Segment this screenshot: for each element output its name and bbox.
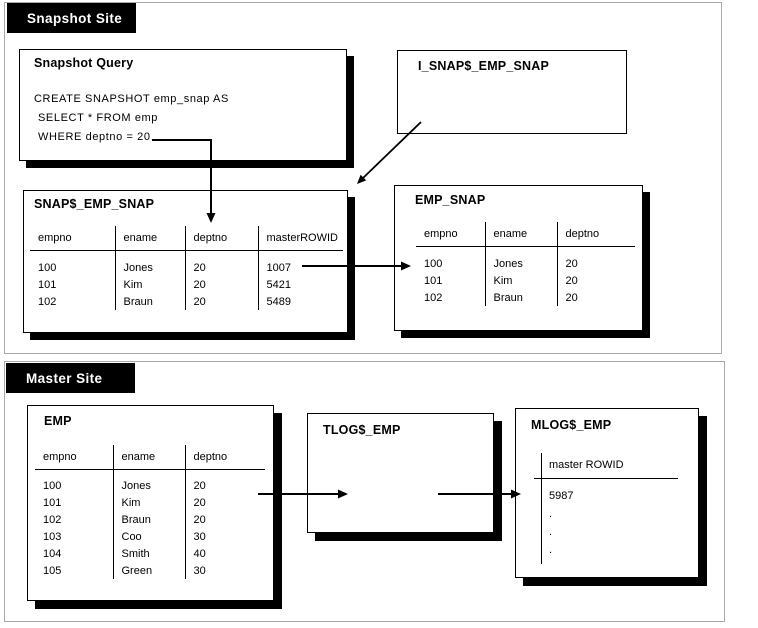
column-header: empno (416, 222, 485, 247)
cell: Jones (114, 250, 185, 276)
mlog-header-underline (534, 478, 678, 479)
cell: 101 (424, 274, 443, 287)
snap-table-header-row: empno ename deptno masterROWID (30, 226, 343, 251)
column-header: deptno (184, 226, 258, 251)
table-row: 100 Jones 20 (35, 469, 265, 494)
tlog-box: TLOG$_EMP (307, 413, 494, 533)
index-box: I_SNAP$_EMP_SNAP (397, 50, 627, 134)
emp-snap-table-title: EMP_SNAP (415, 193, 486, 207)
table-row: 103 Coo 30 (35, 528, 265, 545)
mlog-values: 5987 . . . (549, 487, 573, 559)
mlog-box-title: MLOG$_EMP (531, 418, 612, 432)
cell: 101 (43, 496, 62, 509)
cell: Braun (484, 289, 557, 306)
emp-table-header-row: empno ename deptno (35, 445, 265, 470)
mlog-value: . (549, 508, 553, 520)
cell: 30 (184, 528, 265, 545)
table-row: 104 Smith 40 (35, 545, 265, 562)
snapshot-query-box: Snapshot Query CREATE SNAPSHOT emp_snap … (19, 49, 347, 161)
tlog-box-title: TLOG$_EMP (323, 423, 401, 437)
table-row: 105 Green 30 (35, 562, 265, 579)
cell: 20 (184, 494, 265, 511)
snapshot-query-title: Snapshot Query (34, 56, 134, 70)
cell: 100 (38, 261, 57, 274)
table-row: 101 Kim 20 5421 (30, 276, 343, 293)
cell: 20 (184, 276, 258, 293)
table-row: 101 Kim 20 (35, 494, 265, 511)
cell: 30 (184, 562, 265, 579)
cell: 20 (184, 250, 258, 276)
mlog-value: . (549, 526, 553, 538)
cell: 100 (43, 479, 62, 492)
column-header: masterROWID (257, 226, 343, 251)
cell: 40 (184, 545, 265, 562)
snap-table-box: SNAP$_EMP_SNAP empno ename deptno master… (23, 190, 348, 333)
cell: Jones (484, 246, 557, 272)
cell: 5421 (257, 276, 343, 293)
cell: 5489 (257, 293, 343, 310)
master-site-banner: Master Site (6, 363, 135, 393)
emp-snap-table: empno ename deptno 100 Jones 20 101 Kim … (416, 222, 635, 306)
cell: Smith (112, 545, 185, 562)
snapshot-site-banner-label: Snapshot Site (27, 10, 123, 26)
master-site-banner-label: Master Site (26, 370, 103, 386)
query-line-where: WHERE deptno = 20 (38, 131, 151, 143)
table-row: 100 Jones 20 (416, 246, 635, 272)
table-row: 102 Braun 20 (416, 289, 635, 306)
emp-table: empno ename deptno 100 Jones 20 101 Kim … (35, 445, 265, 579)
cell: Braun (112, 511, 185, 528)
mlog-column-divider (541, 453, 542, 564)
cell: 102 (43, 513, 62, 526)
cell: Green (112, 562, 185, 579)
cell: 102 (38, 295, 57, 308)
mlog-column-header: master ROWID (549, 459, 624, 471)
cell: 102 (424, 291, 443, 304)
mlog-value: 5987 (549, 490, 574, 502)
emp-table-title: EMP (44, 414, 72, 428)
column-header: empno (30, 226, 115, 251)
emp-snap-table-box: EMP_SNAP empno ename deptno 100 Jones 20… (394, 185, 643, 331)
column-header: ename (112, 445, 185, 470)
cell: 103 (43, 530, 62, 543)
mlog-box: MLOG$_EMP master ROWID 5987 . . . (515, 408, 699, 578)
column-header: ename (114, 226, 185, 251)
table-row: 101 Kim 20 (416, 272, 635, 289)
cell: 104 (43, 547, 62, 560)
cell: Kim (112, 494, 185, 511)
index-box-title: I_SNAP$_EMP_SNAP (418, 59, 550, 73)
cell: Kim (114, 276, 185, 293)
cell: 20 (184, 511, 265, 528)
table-row: 100 Jones 20 1007 (30, 250, 343, 276)
column-header: ename (484, 222, 557, 247)
cell: Coo (112, 528, 185, 545)
cell: Jones (112, 469, 185, 494)
column-header: empno (35, 445, 113, 470)
query-line-select: SELECT * FROM emp (38, 112, 159, 124)
snapshot-site-banner: Snapshot Site (7, 3, 136, 33)
cell: 1007 (257, 250, 343, 276)
cell: 20 (556, 289, 635, 306)
cell: Braun (114, 293, 185, 310)
cell: 20 (184, 469, 265, 494)
query-line-create: CREATE SNAPSHOT emp_snap AS (34, 93, 229, 105)
cell: 101 (38, 278, 57, 291)
mlog-value: . (549, 544, 553, 556)
column-header: deptno (184, 445, 265, 470)
emp-table-box: EMP empno ename deptno 100 Jones 20 101 … (27, 405, 274, 601)
cell: 20 (184, 293, 258, 310)
cell: 105 (43, 564, 62, 577)
table-row: 102 Braun 20 (35, 511, 265, 528)
cell: 100 (424, 257, 443, 270)
cell: 20 (556, 246, 635, 272)
emp-snap-table-header-row: empno ename deptno (416, 222, 635, 247)
cell: 20 (556, 272, 635, 289)
snap-table: empno ename deptno masterROWID 100 Jones… (30, 226, 343, 310)
cell: Kim (484, 272, 557, 289)
snap-table-title: SNAP$_EMP_SNAP (34, 197, 155, 211)
column-header: deptno (556, 222, 635, 247)
table-row: 102 Braun 20 5489 (30, 293, 343, 310)
